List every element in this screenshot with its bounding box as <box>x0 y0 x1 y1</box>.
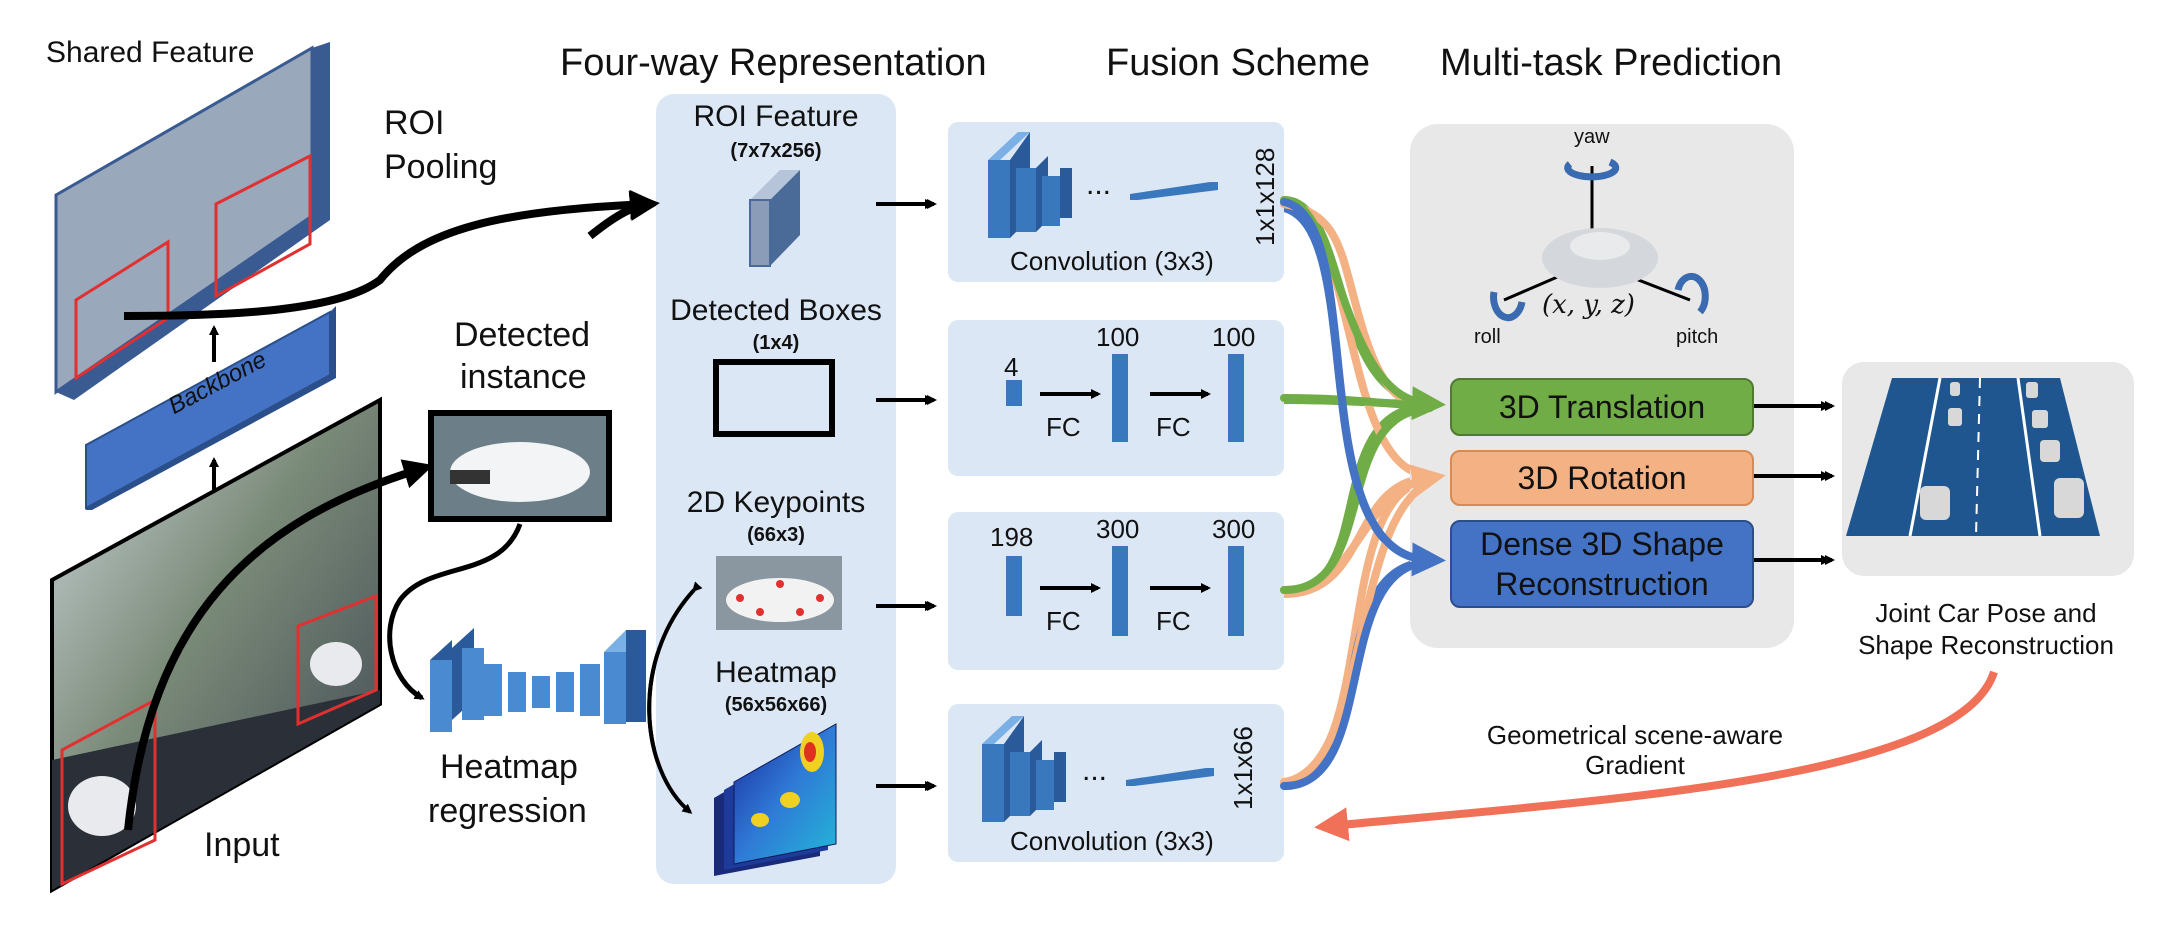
fc-boxes-label-1: FC <box>1046 412 1081 442</box>
pitch-label: pitch <box>1676 326 1719 348</box>
arrow-roi-pooling <box>123 189 660 320</box>
joint-label-1: Joint Car Pose and <box>1875 598 2097 628</box>
conv-top-dots: ... <box>1086 168 1112 201</box>
joint-label-2: Shape Reconstruction <box>1858 630 2114 660</box>
conv-bottom-output: 1x1x66 <box>1228 726 1258 810</box>
boxes-title: Detected Boxes <box>670 294 882 327</box>
backbone-block <box>85 306 336 510</box>
detected-label-2: instance <box>460 358 587 396</box>
arrow-input-to-detected <box>124 459 434 831</box>
shape-label-2: Reconstruction <box>1495 566 1709 602</box>
heatmap-regression-label-2: regression <box>428 792 587 830</box>
fc-keypoints-hidden2-size: 300 <box>1212 514 1256 544</box>
fusion-title: Fusion Scheme <box>1106 42 1371 84</box>
output-panel <box>1842 362 2134 576</box>
gradient-label-2: Gradient <box>1585 750 1685 780</box>
shared-feature-map <box>54 42 330 400</box>
roi-feature-title: ROI Feature <box>693 100 859 133</box>
shared-feature-title: Shared Feature <box>46 36 255 69</box>
multitask-title: Multi-task Prediction <box>1440 42 1783 84</box>
four-way-title: Four-way Representation <box>560 42 987 84</box>
shape-label-1: Dense 3D Shape <box>1480 526 1724 562</box>
fc-boxes-input-size: 4 <box>1004 352 1019 382</box>
heatmap-dims: (56x56x66) <box>724 694 828 716</box>
arrow-detected-to-heatmap-net <box>387 523 523 701</box>
fc-keypoints-input-size: 198 <box>990 522 1034 552</box>
roi-pooling-label-2: Pooling <box>384 148 498 186</box>
heatmap-regression-network <box>430 628 646 732</box>
roll-label: roll <box>1474 326 1501 348</box>
shape-box: Dense 3D Shape Reconstruction <box>1450 520 1754 608</box>
roi-feature-dims: (7x7x256) <box>730 140 822 162</box>
conv-top-label: Convolution (3x3) <box>1010 246 1214 276</box>
heatmap-regression-label-1: Heatmap <box>440 748 578 786</box>
xyz-label: (x, y, z) <box>1542 290 1635 320</box>
translation-label: 3D Translation <box>1498 389 1706 425</box>
gradient-feedback-arrow <box>1314 670 1998 842</box>
fc-keypoints-label-1: FC <box>1046 606 1081 636</box>
fc-keypoints-label-2: FC <box>1156 606 1191 636</box>
conv-bottom-label: Convolution (3x3) <box>1010 826 1214 856</box>
roi-pooling-label-1: ROI <box>384 104 445 142</box>
fc-boxes-label-2: FC <box>1156 412 1191 442</box>
rotation-box: 3D Rotation <box>1450 450 1754 506</box>
gradient-label-1: Geometrical scene-aware <box>1486 720 1784 750</box>
detected-instance-image <box>428 410 612 522</box>
yaw-label: yaw <box>1574 126 1610 148</box>
keypoints-dims: (66x3) <box>747 524 805 546</box>
fc-keypoints-hidden1-size: 300 <box>1096 514 1140 544</box>
fc-boxes-hidden1-size: 100 <box>1096 322 1140 352</box>
conv-bottom-dots: ... <box>1082 754 1108 787</box>
input-label: Input <box>204 826 280 864</box>
translation-box: 3D Translation <box>1450 378 1754 436</box>
keypoints-title: 2D Keypoints <box>686 486 866 519</box>
conv-top-output: 1x1x128 <box>1250 147 1280 246</box>
boxes-dims: (1x4) <box>752 332 800 354</box>
rotation-label: 3D Rotation <box>1517 460 1687 496</box>
fc-boxes-hidden2-size: 100 <box>1212 322 1256 352</box>
detected-label-1: Detected <box>454 316 591 354</box>
heatmap-title: Heatmap <box>715 656 837 689</box>
